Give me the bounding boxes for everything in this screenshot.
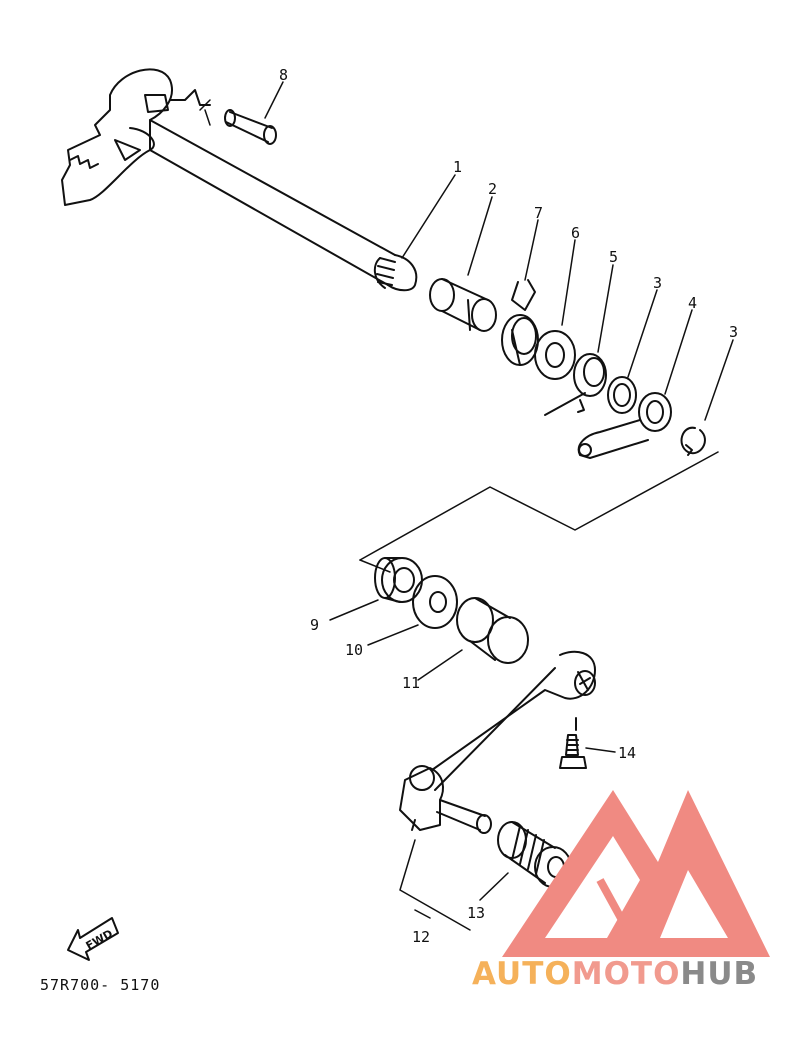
washer-part-6 [534, 330, 576, 380]
circlip-part-3a [607, 376, 637, 414]
circlip-part-3b [680, 426, 706, 456]
callout-8: 8 [279, 66, 288, 84]
watermark-text: AUTOMOTOHUB [472, 956, 758, 992]
watermark-logo-icon [502, 790, 770, 957]
callout-7: 7 [534, 204, 543, 222]
callout-numbers: 1 2 7 6 5 3 4 3 8 9 10 11 14 13 12 FWD [84, 66, 738, 953]
pin-part-8 [224, 109, 277, 145]
bearing-part-9 [374, 557, 423, 603]
callout-5: 5 [609, 248, 618, 266]
callout-4: 4 [688, 294, 697, 312]
washer-part-10 [412, 575, 458, 629]
spring-part-7 [501, 279, 539, 366]
callout-3b: 3 [729, 323, 738, 341]
pedal-rubber-part-13 [497, 821, 572, 888]
diagram-code: 57R700- 5170 [40, 976, 161, 994]
watermark-text-hub: HUB [680, 956, 759, 992]
callout-11: 11 [402, 674, 420, 692]
callout-13: 13 [467, 904, 485, 922]
callout-14: 14 [618, 744, 636, 762]
callout-leaders [264, 81, 734, 931]
callout-2: 2 [488, 180, 497, 198]
callout-12: 12 [412, 928, 430, 946]
callout-10: 10 [345, 641, 363, 659]
bolt-part-14 [559, 717, 587, 769]
callout-3a: 3 [653, 274, 662, 292]
watermark-text-auto: AUTO [472, 956, 572, 992]
callout-6: 6 [571, 224, 580, 242]
fwd-label: FWD [84, 927, 115, 953]
fwd-arrow-icon [67, 917, 119, 961]
watermark-text-moto: MOTO [571, 956, 681, 992]
collar-part-2 [429, 278, 497, 332]
collar-part-11 [456, 597, 529, 664]
spring-part-5 [544, 353, 607, 416]
callout-9: 9 [310, 616, 319, 634]
shift-pedal-part-12 [399, 650, 596, 834]
shift-shaft-part-1 [61, 68, 418, 292]
callout-1: 1 [453, 158, 462, 176]
lever-part-4 [577, 392, 672, 459]
